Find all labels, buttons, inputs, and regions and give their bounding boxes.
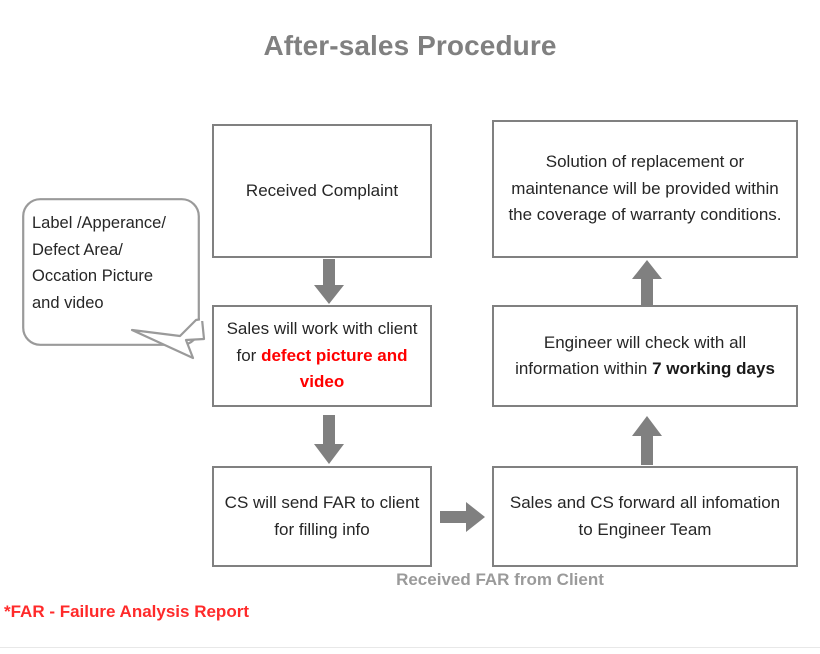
process-box-solution-warranty[interactable]: Solution of replacement or maintenance w… (492, 120, 798, 258)
arrow-up-icon (630, 415, 664, 465)
complaint-evidence-callout: Label /Apperance/ Defect Area/ Occation … (22, 198, 200, 346)
callout-line-1: Label /Apperance/ (32, 214, 166, 232)
footnote-far-definition: *FAR - Failure Analysis Report (4, 602, 249, 621)
box-text-engineer-check-normal: Engineer will check with all information… (515, 332, 747, 378)
callout-tail-icon (130, 318, 206, 360)
box-text-solution-warranty: Solution of replacement or maintenance w… (508, 152, 782, 225)
callout-bubble-shape (22, 198, 200, 346)
arrow-down-icon (312, 415, 346, 465)
process-box-cs-send-far[interactable]: CS will send FAR to client for filling i… (212, 466, 432, 567)
callout-line-2: Defect Area/ (32, 240, 123, 259)
box-text-sales-cs-forward: Sales and CS forward all infomation to E… (509, 493, 781, 539)
box-text-received-complaint: Received Complaint (245, 180, 399, 200)
box-text-sales-defect-normal: Sales will work with client for (226, 319, 418, 365)
process-box-sales-defect-evidence[interactable]: Sales will work with client for defect p… (212, 305, 432, 407)
process-box-engineer-check[interactable]: Engineer will check with all information… (492, 305, 798, 407)
process-box-received-complaint[interactable]: Received Complaint (212, 124, 432, 258)
arrow-down-icon (312, 259, 346, 305)
box-text-engineer-check-highlight: 7 working days (652, 359, 775, 378)
callout-text: Label /Apperance/ Defect Area/ Occation … (32, 210, 194, 317)
process-box-sales-cs-forward[interactable]: Sales and CS forward all infomation to E… (492, 466, 798, 567)
callout-line-3: Occation Picture (32, 267, 154, 286)
box-text-cs-far: CS will send FAR to client for filling i… (224, 493, 420, 539)
bottom-divider (0, 647, 820, 648)
arrow-up-icon (630, 259, 664, 305)
page-title: After-sales Procedure (263, 30, 557, 61)
box-text-sales-defect-highlight: defect picture and video (261, 345, 408, 392)
connector-label-received-far: Received FAR from Client (396, 570, 604, 589)
arrow-right-icon (440, 500, 486, 534)
callout-line-4: and video (32, 294, 104, 313)
